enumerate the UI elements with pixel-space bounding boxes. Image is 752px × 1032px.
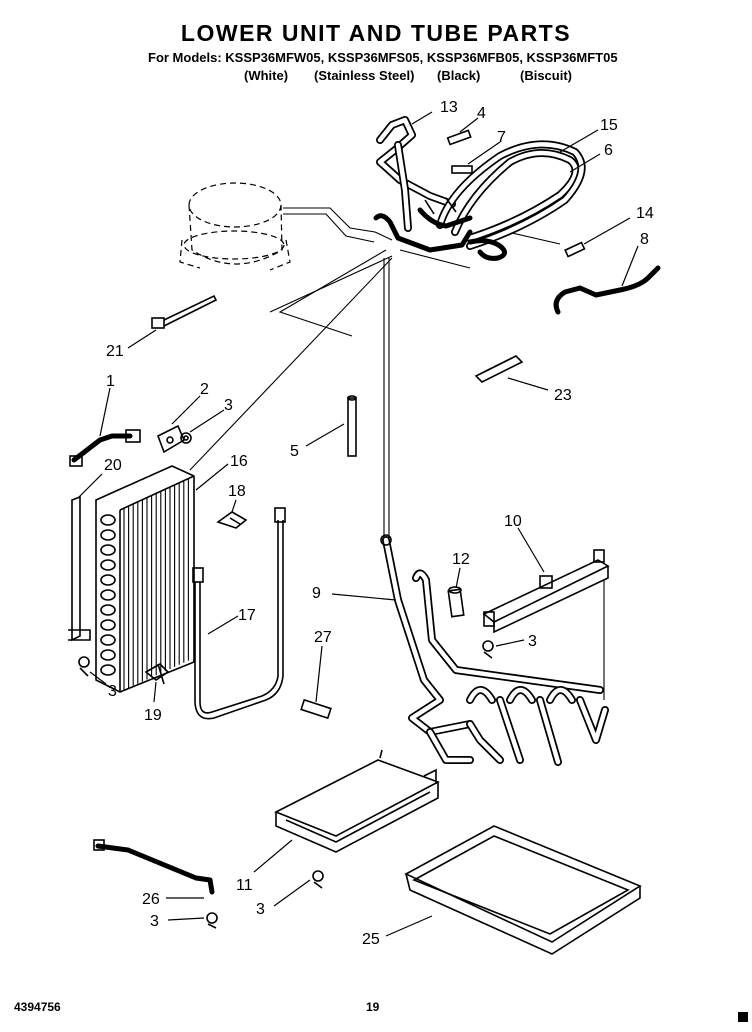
callout-8: 8 <box>640 231 649 248</box>
callout-18: 18 <box>228 483 246 500</box>
callout-3-a: 3 <box>224 397 233 414</box>
callout-12: 12 <box>452 551 470 568</box>
grommet-27 <box>300 698 332 720</box>
callout-3-c: 3 <box>108 683 117 700</box>
callout-10: 10 <box>504 513 522 530</box>
rod-5 <box>347 395 357 457</box>
cable-tie-21 <box>151 294 218 329</box>
callout-17: 17 <box>238 607 256 624</box>
callout-2: 2 <box>200 381 209 398</box>
callout-13: 13 <box>440 99 458 116</box>
callout-15: 15 <box>600 117 618 134</box>
callout-4: 4 <box>477 105 486 122</box>
page-title: LOWER UNIT AND TUBE PARTS <box>180 20 572 46</box>
finish-stainless: (Stainless Steel) <box>314 68 415 83</box>
corner-mark <box>738 1012 748 1022</box>
callout-26: 26 <box>142 891 160 908</box>
callout-20: 20 <box>104 457 122 474</box>
callout-27: 27 <box>314 629 332 646</box>
screw-3-bottom <box>206 912 218 929</box>
short-tube-14 <box>564 241 586 258</box>
leader-lines <box>77 111 639 937</box>
callout-16: 16 <box>230 453 248 470</box>
screw-3-pan <box>312 870 324 889</box>
model-list: For Models: KSSP36MFW05, KSSP36MFS05, KS… <box>148 50 618 65</box>
sleeve-12 <box>447 586 465 618</box>
clip-18 <box>216 511 248 529</box>
heater-tube-9 <box>380 534 609 766</box>
wire-26 <box>93 839 215 895</box>
rail-10 <box>482 549 610 634</box>
connecting-lines <box>189 207 605 700</box>
sensor-wire-17 <box>192 507 286 720</box>
wire-8 <box>553 265 661 315</box>
callout-19: 19 <box>144 707 162 724</box>
callout-7: 7 <box>497 129 506 146</box>
callout-9: 9 <box>312 585 321 602</box>
tray-25 <box>404 825 642 955</box>
finish-biscuit: (Biscuit) <box>520 68 572 83</box>
condenser-coil-16 <box>95 465 195 693</box>
callout-21: 21 <box>106 343 124 360</box>
callout-3-b: 3 <box>528 633 537 650</box>
page-number: 19 <box>366 1000 380 1014</box>
callout-11: 11 <box>236 877 253 894</box>
callout-14: 14 <box>636 205 654 222</box>
callout-3-d: 3 <box>150 913 159 930</box>
callout-3-e: 3 <box>256 901 265 918</box>
callout-5: 5 <box>290 443 299 460</box>
finish-white: (White) <box>244 68 289 83</box>
wire-harness-1 <box>69 429 141 467</box>
clip-19 <box>144 663 170 685</box>
callout-1: 1 <box>106 373 115 390</box>
clip-23 <box>474 355 524 383</box>
bracket-2 <box>156 424 186 454</box>
compressor-outline <box>179 182 291 271</box>
finish-black: (Black) <box>437 68 481 83</box>
upper-tube-assembly <box>373 116 586 261</box>
callout-25: 25 <box>362 931 380 948</box>
bracket-20 <box>68 495 91 642</box>
drain-pan-11 <box>274 749 440 853</box>
short-tube-4 <box>446 129 472 146</box>
callout-labels: 13 4 7 15 6 14 8 21 23 1 2 3 5 20 16 18 … <box>104 99 654 948</box>
callout-6: 6 <box>604 142 613 159</box>
callout-23: 23 <box>554 387 572 404</box>
short-tube-7 <box>451 165 473 174</box>
screw-3-rail <box>482 640 494 659</box>
document-number: 4394756 <box>14 1000 61 1014</box>
screw-3-left <box>78 656 90 677</box>
screw-3-top <box>180 432 192 444</box>
